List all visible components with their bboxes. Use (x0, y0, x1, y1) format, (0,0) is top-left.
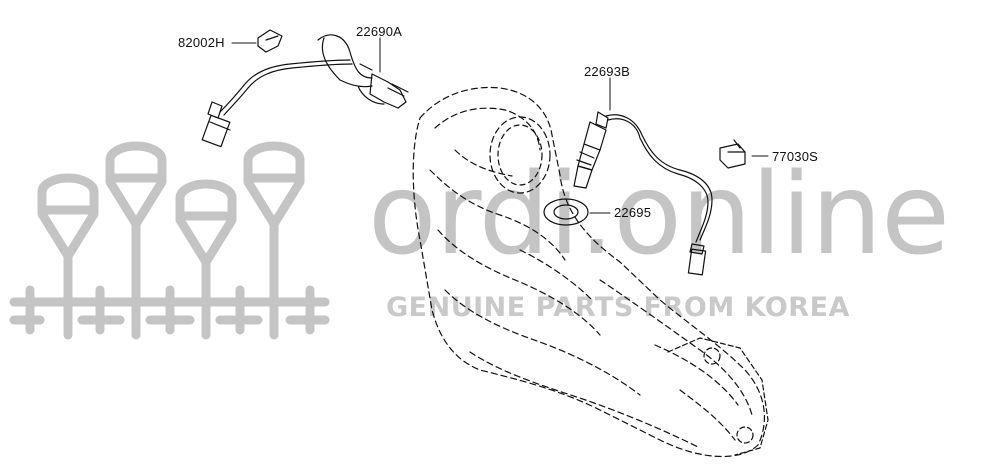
callout-22695: 22695 (614, 205, 652, 220)
sensor-22693B (573, 111, 713, 276)
callout-77030S: 77030S (772, 149, 819, 164)
callout-22693B: 22693B (584, 64, 631, 79)
sensor-22690A (201, 34, 409, 148)
catalytic-converter (412, 86, 765, 458)
callout-82002H: 82002H (178, 35, 225, 50)
watermark-site-text: ordi.online (368, 150, 950, 280)
clip-77030S (719, 139, 746, 169)
watermark-tagline: GENUINE PARTS FROM KOREA (386, 292, 850, 323)
gasket-22695 (543, 198, 589, 226)
clip-82002H (231, 29, 283, 53)
converter-flange (667, 337, 769, 456)
converter-outlet (489, 116, 551, 194)
callout-22690A: 22690A (356, 24, 403, 39)
